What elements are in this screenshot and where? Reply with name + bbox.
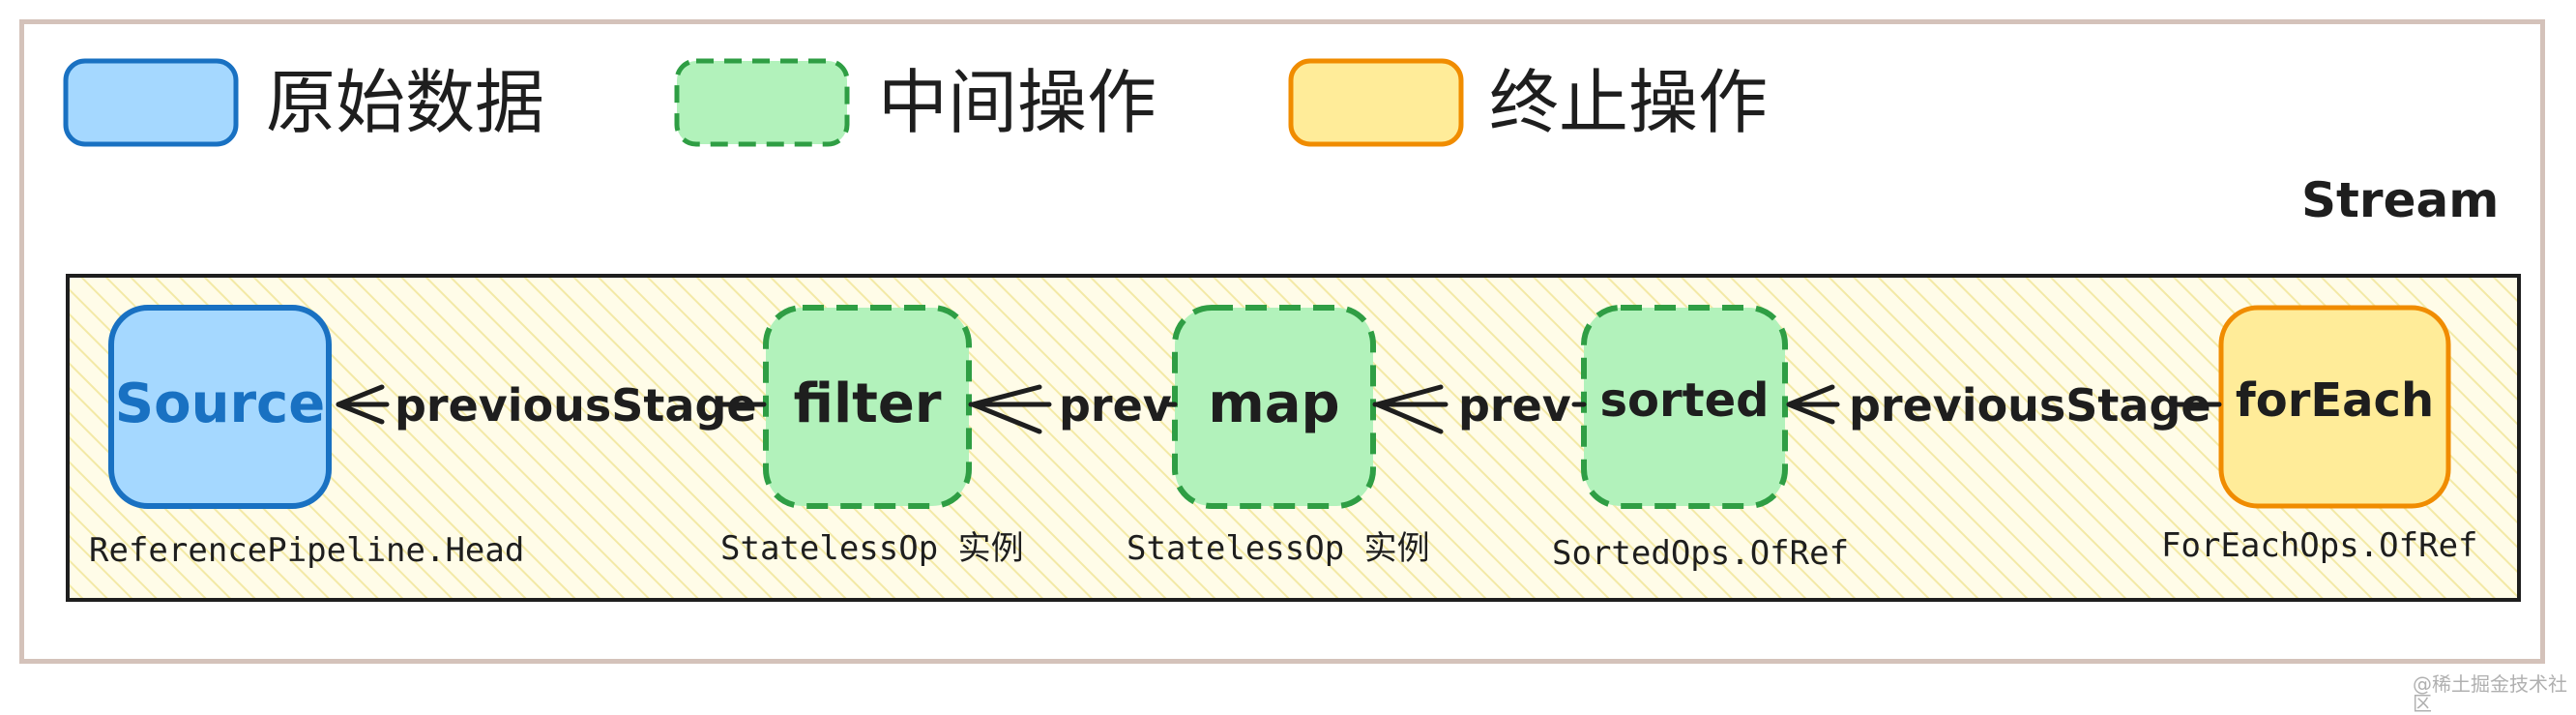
edge-1-arrowhead bbox=[336, 384, 385, 425]
node-filter-label: filter bbox=[793, 372, 942, 435]
node-filter-class: StatelessOp 实例 bbox=[720, 529, 1024, 568]
edge-2-label: prev bbox=[1059, 379, 1172, 432]
node-sorted-label: sorted bbox=[1599, 373, 1770, 428]
edge-2-arrowhead bbox=[970, 384, 1042, 434]
edge-4-arrowhead bbox=[1786, 384, 1835, 425]
node-sorted-class: SortedOps.OfRef bbox=[1552, 534, 1850, 573]
edge-4-label: previousStage bbox=[1849, 379, 2211, 432]
node-map-label: map bbox=[1208, 372, 1340, 435]
node-foreach-box bbox=[2218, 305, 2451, 509]
watermark: @稀土掘金技术社区 bbox=[2413, 672, 2567, 715]
node-foreach-class: ForEachOps.OfRef bbox=[2161, 526, 2478, 565]
edge-3-label: prev bbox=[1458, 379, 1571, 432]
legend-intermediate-label: 中间操作 bbox=[878, 62, 1157, 143]
edge-1-label: previousStage bbox=[395, 379, 757, 432]
legend-terminal-swatch bbox=[1288, 58, 1464, 147]
legend-source-swatch bbox=[63, 58, 239, 147]
edge-3-arrowhead bbox=[1374, 384, 1444, 434]
node-map-class: StatelessOp 实例 bbox=[1127, 529, 1430, 568]
legend-intermediate-swatch bbox=[674, 58, 850, 147]
node-source-box bbox=[108, 305, 332, 509]
outer-frame bbox=[19, 19, 2545, 664]
stream-label: Stream bbox=[2301, 172, 2500, 228]
legend-terminal-label: 终止操作 bbox=[1489, 62, 1769, 143]
node-source-label: Source bbox=[114, 372, 326, 435]
node-source-class: ReferencePipeline.Head bbox=[89, 531, 525, 570]
node-foreach-label: forEach bbox=[2235, 373, 2435, 428]
node-filter-box bbox=[763, 305, 972, 509]
legend-source-label: 原始数据 bbox=[266, 62, 545, 143]
